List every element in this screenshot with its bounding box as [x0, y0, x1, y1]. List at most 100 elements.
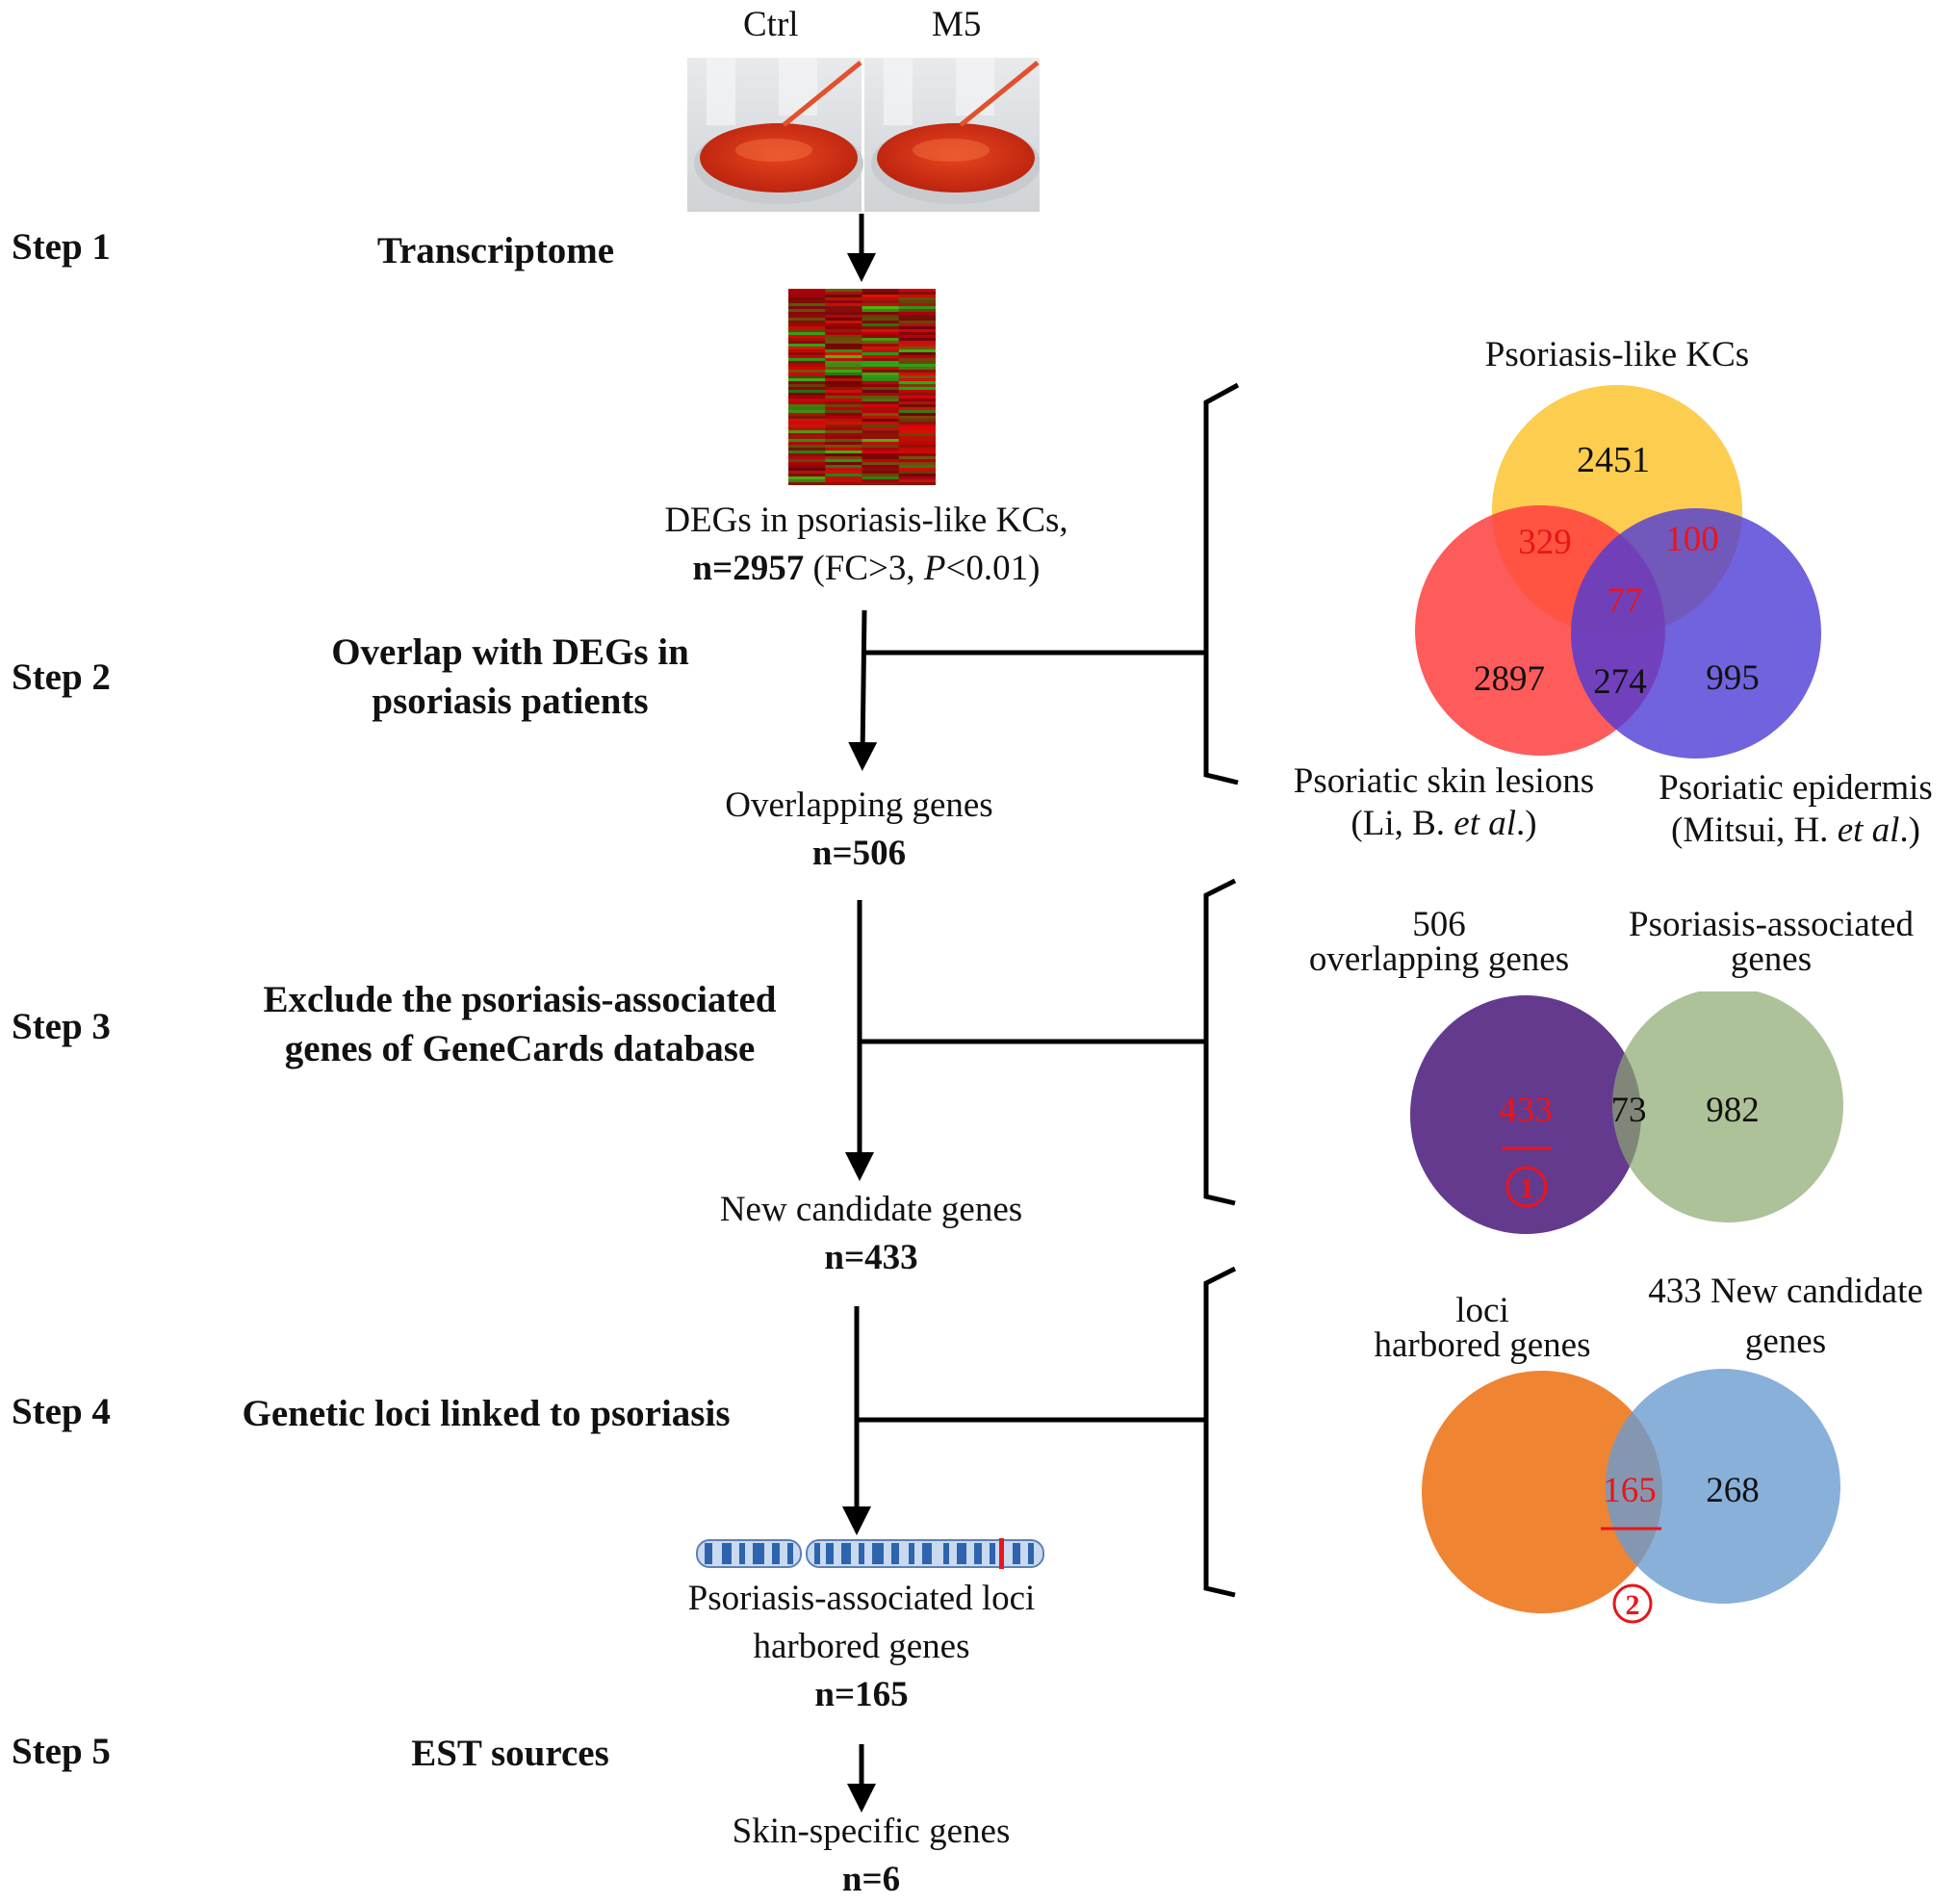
- heatmap-cell: [898, 453, 936, 457]
- heatmap-cell: [862, 465, 900, 469]
- heatmap-cell: [862, 361, 900, 365]
- heatmap-cell: [862, 358, 900, 362]
- ctrl-dish-photo: [687, 58, 863, 212]
- heatmap-cell: [862, 384, 900, 388]
- node-degs-p-value: <0.01): [945, 549, 1041, 588]
- heatmap-cell: [862, 352, 900, 356]
- step-4-title-line: Genetic loci linked to psoriasis: [242, 1393, 731, 1434]
- heatmap-cell: [898, 344, 936, 347]
- node-loci: Psoriasis-associated loci harbored genes…: [616, 1575, 1107, 1719]
- venn-1-epidermis-citation: (Mitsui, H. et al.): [1671, 810, 1920, 850]
- heatmap-cell: [898, 326, 936, 330]
- heatmap-cell: [898, 468, 936, 472]
- heatmap-cell: [825, 453, 862, 457]
- heatmap-cell: [825, 410, 862, 414]
- heatmap-cell: [825, 425, 862, 428]
- chromosome-band: [872, 1543, 884, 1564]
- heatmap-cell: [862, 479, 900, 483]
- heatmap-cell: [862, 349, 900, 353]
- heatmap-cell: [862, 439, 900, 443]
- heatmap-cell: [788, 358, 826, 362]
- heatmap-cell: [788, 456, 826, 460]
- chromosome-band: [841, 1543, 851, 1564]
- heatmap-cell: [862, 329, 900, 333]
- node-degs-count: n=2957: [692, 549, 805, 588]
- heatmap-cell: [825, 335, 862, 339]
- heatmap-cell: [788, 329, 826, 333]
- heatmap-cell: [825, 401, 862, 405]
- heatmap-cell: [898, 318, 936, 322]
- heatmap-cell: [898, 384, 936, 388]
- venn-1-set-epidermis-label: Psoriatic epidermis (Mitsui, H. et al.): [1636, 767, 1955, 852]
- heatmap-cell: [825, 309, 862, 313]
- heatmap-cell: [862, 297, 900, 301]
- heatmap-cell: [825, 422, 862, 425]
- heatmap-cell: [898, 347, 936, 350]
- heatmap-cell: [788, 404, 826, 408]
- heatmap-cell: [825, 344, 862, 347]
- heatmap-cell: [862, 456, 900, 460]
- chromosome-band: [739, 1543, 745, 1564]
- expression-heatmap: [788, 289, 936, 485]
- heatmap-cell: [898, 427, 936, 431]
- heatmap-cell: [898, 300, 936, 304]
- heatmap-cell: [825, 390, 862, 394]
- heatmap-cell: [788, 387, 826, 391]
- heatmap-cell: [862, 332, 900, 336]
- heatmap-cell: [825, 373, 862, 376]
- heatmap-cell: [862, 471, 900, 475]
- heatmap-cell: [788, 479, 826, 483]
- venn-1-lesion-name: Psoriatic skin lesions: [1293, 761, 1595, 801]
- heatmap-cell: [825, 439, 862, 443]
- heatmap-cell: [825, 349, 862, 353]
- heatmap-cell: [862, 416, 900, 420]
- heatmap-cell: [825, 289, 862, 293]
- heatmap-cell: [862, 364, 900, 368]
- heatmap-cell: [862, 396, 900, 399]
- heatmap-cell: [825, 361, 862, 365]
- heatmap-cell: [898, 338, 936, 342]
- heatmap-cell: [788, 378, 826, 382]
- heatmap-cell: [862, 476, 900, 480]
- venn-3-step-marker-number: 2: [1626, 1589, 1640, 1621]
- heatmap-cell: [825, 312, 862, 316]
- heatmap-cell: [825, 321, 862, 324]
- heatmap-cell: [898, 358, 936, 362]
- step-3-title-line-2: genes of GeneCards database: [284, 1028, 756, 1069]
- heatmap-cell: [788, 347, 826, 350]
- heatmap-cell: [898, 378, 936, 382]
- node-degs: DEGs in psoriasis-like KCs, n=2957 (FC>3…: [597, 497, 1136, 593]
- heatmap-cell: [898, 430, 936, 434]
- heatmap-cell: [788, 410, 826, 414]
- heatmap-cell: [788, 462, 826, 466]
- node-new-candidate-count: n=433: [824, 1238, 918, 1277]
- chromosome-band: [943, 1543, 949, 1564]
- heatmap-cell: [898, 459, 936, 463]
- heatmap-cell: [788, 399, 826, 402]
- heatmap-cell: [862, 370, 900, 373]
- venn-1-epidermis-name: Psoriatic epidermis: [1659, 768, 1933, 808]
- step-5-title-line: EST sources: [411, 1733, 609, 1774]
- heatmap-cell: [898, 401, 936, 405]
- node-skin-specific-count: n=6: [841, 1860, 901, 1899]
- chromosome-band: [909, 1543, 914, 1564]
- heatmap-cell: [825, 427, 862, 431]
- heatmap-cell: [825, 323, 862, 327]
- heatmap-cell: [788, 335, 826, 339]
- heatmap-cell: [862, 453, 900, 457]
- chromosome-band: [974, 1543, 982, 1564]
- heatmap-cell: [788, 468, 826, 472]
- heatmap-cell: [898, 465, 936, 469]
- heatmap-cell: [788, 375, 826, 379]
- step-5-title: EST sources: [366, 1729, 655, 1778]
- heatmap-cell: [825, 471, 862, 475]
- venn-1-region-kc-only: 2451: [1577, 440, 1650, 480]
- heatmap-cell: [898, 419, 936, 423]
- heatmap-cell: [862, 399, 900, 402]
- heatmap-cell: [862, 378, 900, 382]
- step-2-title-line-1: Overlap with DEGs in: [331, 631, 689, 673]
- heatmap-cell: [788, 396, 826, 399]
- heatmap-cell: [898, 436, 936, 440]
- heatmap-cell: [898, 413, 936, 417]
- step-1-title-line: Transcriptome: [376, 230, 615, 271]
